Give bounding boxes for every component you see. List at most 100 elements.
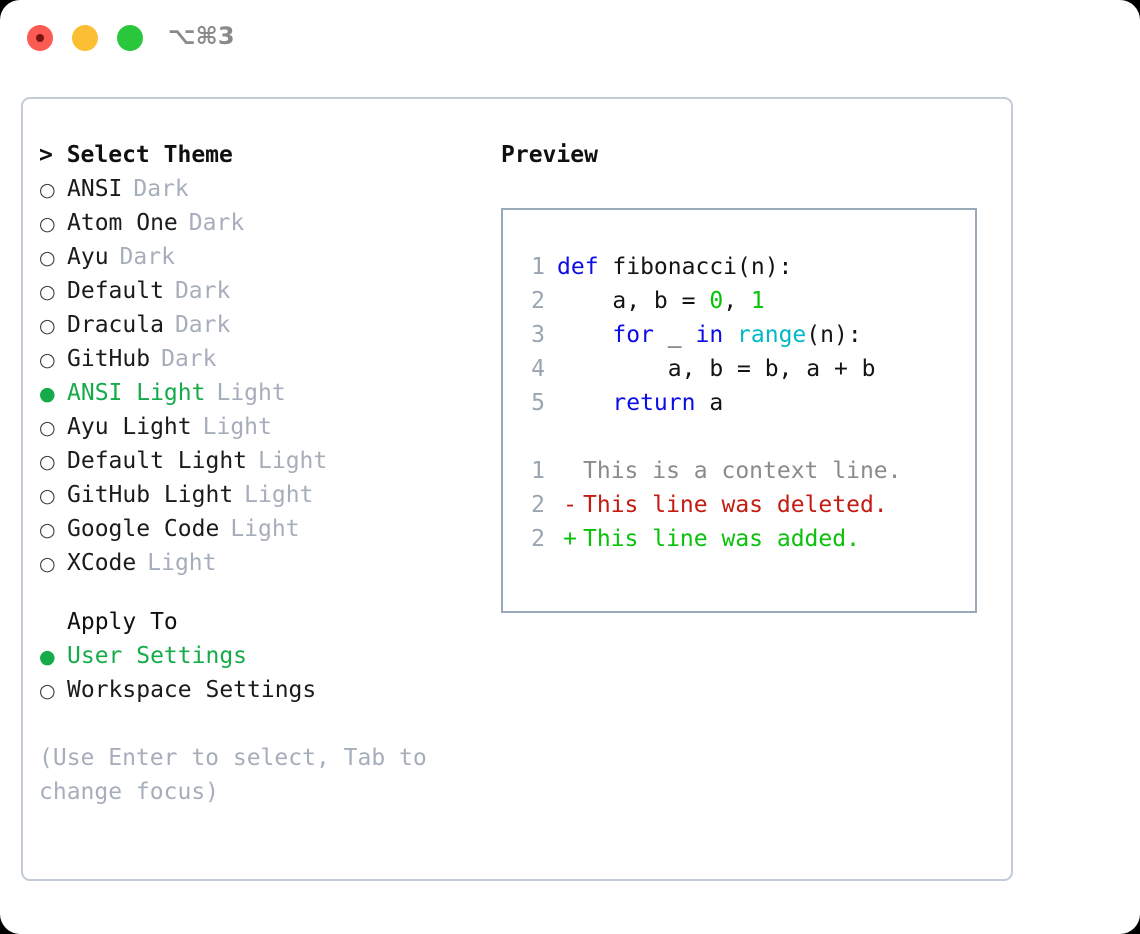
theme-option-atom-one[interactable]: ○ Atom One Dark bbox=[39, 206, 479, 240]
code-line: 1 def fibonacci(n): bbox=[515, 250, 876, 284]
theme-option-tag: Dark bbox=[174, 312, 231, 338]
diff-line-number: 2 bbox=[531, 526, 545, 552]
apply-to-option-list[interactable]: ● User Settings ○Workspace Settings bbox=[39, 639, 479, 707]
diff-line-ctx: 1 This is a context line. bbox=[515, 454, 902, 488]
diff-line-number: 1 bbox=[531, 458, 545, 484]
code-token-kw: def bbox=[557, 254, 599, 280]
code-line-content: def fibonacci(n): bbox=[557, 250, 792, 284]
radio-unselected-icon: ○ bbox=[39, 349, 56, 371]
code-line: 3 for _ in range(n): bbox=[515, 318, 876, 352]
code-token-plain: (n): bbox=[806, 322, 862, 348]
code-token-num: 1 bbox=[750, 288, 765, 314]
radio-unselected-icon: ○ bbox=[39, 553, 56, 575]
code-line-number: 2 bbox=[531, 288, 545, 314]
theme-option-tag: Light bbox=[216, 380, 286, 406]
diff-line-add: 2 +This line was added. bbox=[515, 522, 902, 556]
traffic-light-controls bbox=[27, 25, 143, 51]
theme-option-name: GitHub bbox=[67, 346, 151, 372]
theme-option-tag: Light bbox=[230, 516, 300, 542]
theme-option-tag: Dark bbox=[174, 278, 231, 304]
theme-option-name: Google Code bbox=[67, 516, 220, 542]
radio-unselected-icon: ○ bbox=[39, 315, 56, 337]
code-line-number: 1 bbox=[531, 254, 545, 280]
title-bar: ⌥⌘3 bbox=[0, 0, 1140, 78]
theme-option-name: Dracula bbox=[67, 312, 164, 338]
radio-selected-icon: ● bbox=[39, 646, 56, 668]
diff-line-del: 2-This line was deleted. bbox=[515, 488, 902, 522]
diff-sample-preview: 1 This is a context line.2-This line was… bbox=[515, 454, 902, 556]
code-token-kw: for bbox=[612, 322, 654, 348]
preview-heading: Preview bbox=[501, 142, 598, 168]
keyboard-hint-text: (Use Enter to select, Tab to change focu… bbox=[39, 745, 427, 805]
apply-to-option-workspace-settings[interactable]: ○Workspace Settings bbox=[39, 673, 479, 707]
radio-unselected-icon: ○ bbox=[39, 213, 56, 235]
code-token-plain: _ bbox=[653, 322, 696, 348]
radio-unselected-icon: ○ bbox=[39, 281, 56, 303]
diff-line-text: This line was deleted. bbox=[583, 492, 888, 518]
theme-option-tag: Dark bbox=[188, 210, 245, 236]
radio-unselected-icon: ○ bbox=[39, 485, 56, 507]
radio-unselected-icon: ○ bbox=[39, 451, 56, 473]
diff-line-number: 2 bbox=[531, 492, 545, 518]
code-token-plain: a, b = b, a + b bbox=[557, 356, 876, 382]
code-token-plain bbox=[723, 322, 737, 348]
diff-sign: + bbox=[563, 526, 577, 552]
code-line: 4 a, b = b, a + b bbox=[515, 352, 876, 386]
keyboard-shortcut-label: ⌥⌘3 bbox=[168, 22, 235, 50]
theme-option-google-code[interactable]: ○ Google Code Light bbox=[39, 512, 479, 546]
zoom-button-icon[interactable] bbox=[117, 25, 143, 51]
code-token-plain bbox=[557, 390, 612, 416]
select-theme-heading: > Select Theme bbox=[39, 142, 233, 168]
apply-to-option-user-settings[interactable]: ● User Settings bbox=[39, 639, 479, 673]
diff-line-text: This line was added. bbox=[583, 526, 860, 552]
radio-selected-icon: ● bbox=[39, 383, 56, 405]
radio-unselected-icon: ○ bbox=[39, 680, 56, 702]
diff-sign: - bbox=[563, 492, 577, 518]
code-line-number: 5 bbox=[531, 390, 545, 416]
theme-option-dracula[interactable]: ○ Dracula Dark bbox=[39, 308, 479, 342]
code-line: 2 a, b = 0, 1 bbox=[515, 284, 876, 318]
theme-option-name: Default Light bbox=[67, 448, 248, 474]
theme-option-name: Ayu bbox=[67, 244, 109, 270]
apply-to-option-name: User Settings bbox=[67, 643, 248, 669]
minimize-button-icon[interactable] bbox=[72, 25, 98, 51]
code-token-kw: return bbox=[612, 390, 696, 416]
close-button-icon[interactable] bbox=[27, 25, 53, 51]
theme-option-tag: Dark bbox=[119, 244, 175, 270]
diff-line-text: This is a context line. bbox=[583, 458, 902, 484]
code-token-plain: fibonacci(n): bbox=[598, 254, 793, 280]
code-token-plain: a bbox=[695, 390, 724, 416]
radio-unselected-icon: ○ bbox=[39, 519, 56, 541]
theme-option-tag: Light bbox=[202, 414, 272, 440]
theme-option-tag: Light bbox=[147, 550, 217, 576]
code-line-content: return a bbox=[557, 386, 723, 420]
code-line-content: a, b = 0, 1 bbox=[557, 284, 765, 318]
code-token-plain bbox=[557, 322, 612, 348]
apply-to-heading: Apply To bbox=[67, 609, 178, 635]
code-token-fn: range bbox=[737, 322, 807, 348]
code-line-number: 4 bbox=[531, 356, 545, 382]
theme-option-name: Atom One bbox=[67, 210, 178, 236]
section-spacer bbox=[39, 580, 479, 605]
diff-sign bbox=[557, 454, 583, 488]
code-token-plain: , bbox=[723, 288, 751, 314]
radio-unselected-icon: ○ bbox=[39, 179, 56, 201]
code-line: 5 return a bbox=[515, 386, 876, 420]
code-token-kw: in bbox=[695, 322, 724, 348]
